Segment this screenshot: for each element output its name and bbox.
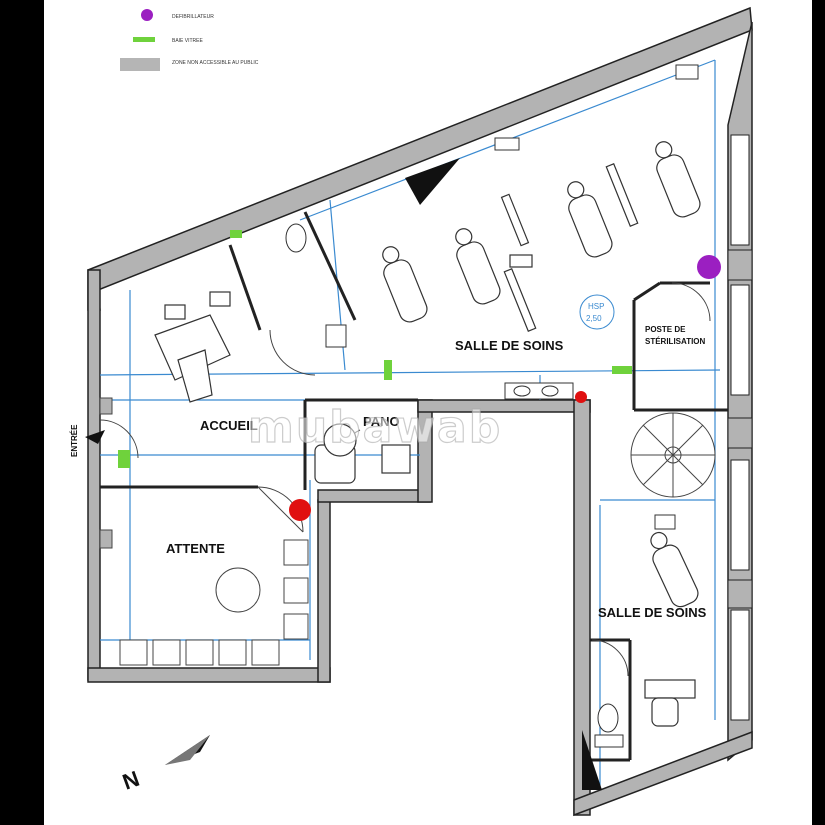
room-label-poste-line1: POSTE DE: [645, 325, 686, 334]
glass-panels: [118, 230, 632, 468]
north-label: N: [119, 766, 142, 795]
black-symbols: [85, 158, 602, 790]
dental-chairs: [382, 141, 701, 727]
legend-label-3: ZONE NON ACCESSIBLE AU PUBLIC: [172, 60, 259, 66]
legend-label-1: DEFIBRILLATEUR: [172, 14, 214, 20]
room-label-poste-line2: STÉRILISATION: [645, 337, 706, 346]
waiting-table: [215, 567, 261, 613]
spiral-staircase: [630, 412, 716, 498]
legend-defibrillator-marker: [141, 9, 153, 21]
room-label-pano: PANO: [363, 414, 400, 429]
red-marker-soins: [575, 391, 587, 403]
toilet-2: [597, 703, 619, 733]
sinks: [285, 64, 699, 748]
room-label-salle-de-soins-1: SALLE DE SOINS: [455, 338, 564, 353]
hsp-line2: 2,50: [586, 314, 602, 323]
accueil-desk: [154, 291, 231, 403]
legend-glass-marker: [133, 37, 155, 42]
entrance-label: ENTRÉE: [70, 424, 79, 457]
room-label-attente: ATTENTE: [166, 541, 225, 556]
hsp-line1: HSP: [588, 302, 604, 311]
pano-equipment: [314, 423, 411, 484]
red-marker-attente: [289, 499, 311, 521]
hsp-badge: HSP 2,50: [579, 294, 615, 330]
partitions: [100, 211, 728, 762]
legend-label-2: BAIE VITREE: [172, 38, 204, 44]
attente-door: [257, 486, 304, 533]
defibrillator-marker: [697, 255, 721, 279]
room-label-salle-de-soins-2: SALLE DE SOINS: [598, 605, 707, 620]
right-windows: [727, 134, 753, 721]
watermark: mubawab: [248, 402, 502, 453]
entree-arrow-icon: [85, 430, 105, 444]
room-label-accueil: ACCUEIL: [200, 418, 258, 433]
entree-door: [99, 419, 139, 459]
toilet: [285, 223, 307, 253]
north-arrow: N: [119, 735, 210, 795]
legend: DEFIBRILLATEUR BAIE VITREE ZONE NON ACCE…: [120, 9, 259, 71]
legend-zone-marker: [120, 58, 160, 71]
waiting-chairs: [99, 397, 309, 666]
